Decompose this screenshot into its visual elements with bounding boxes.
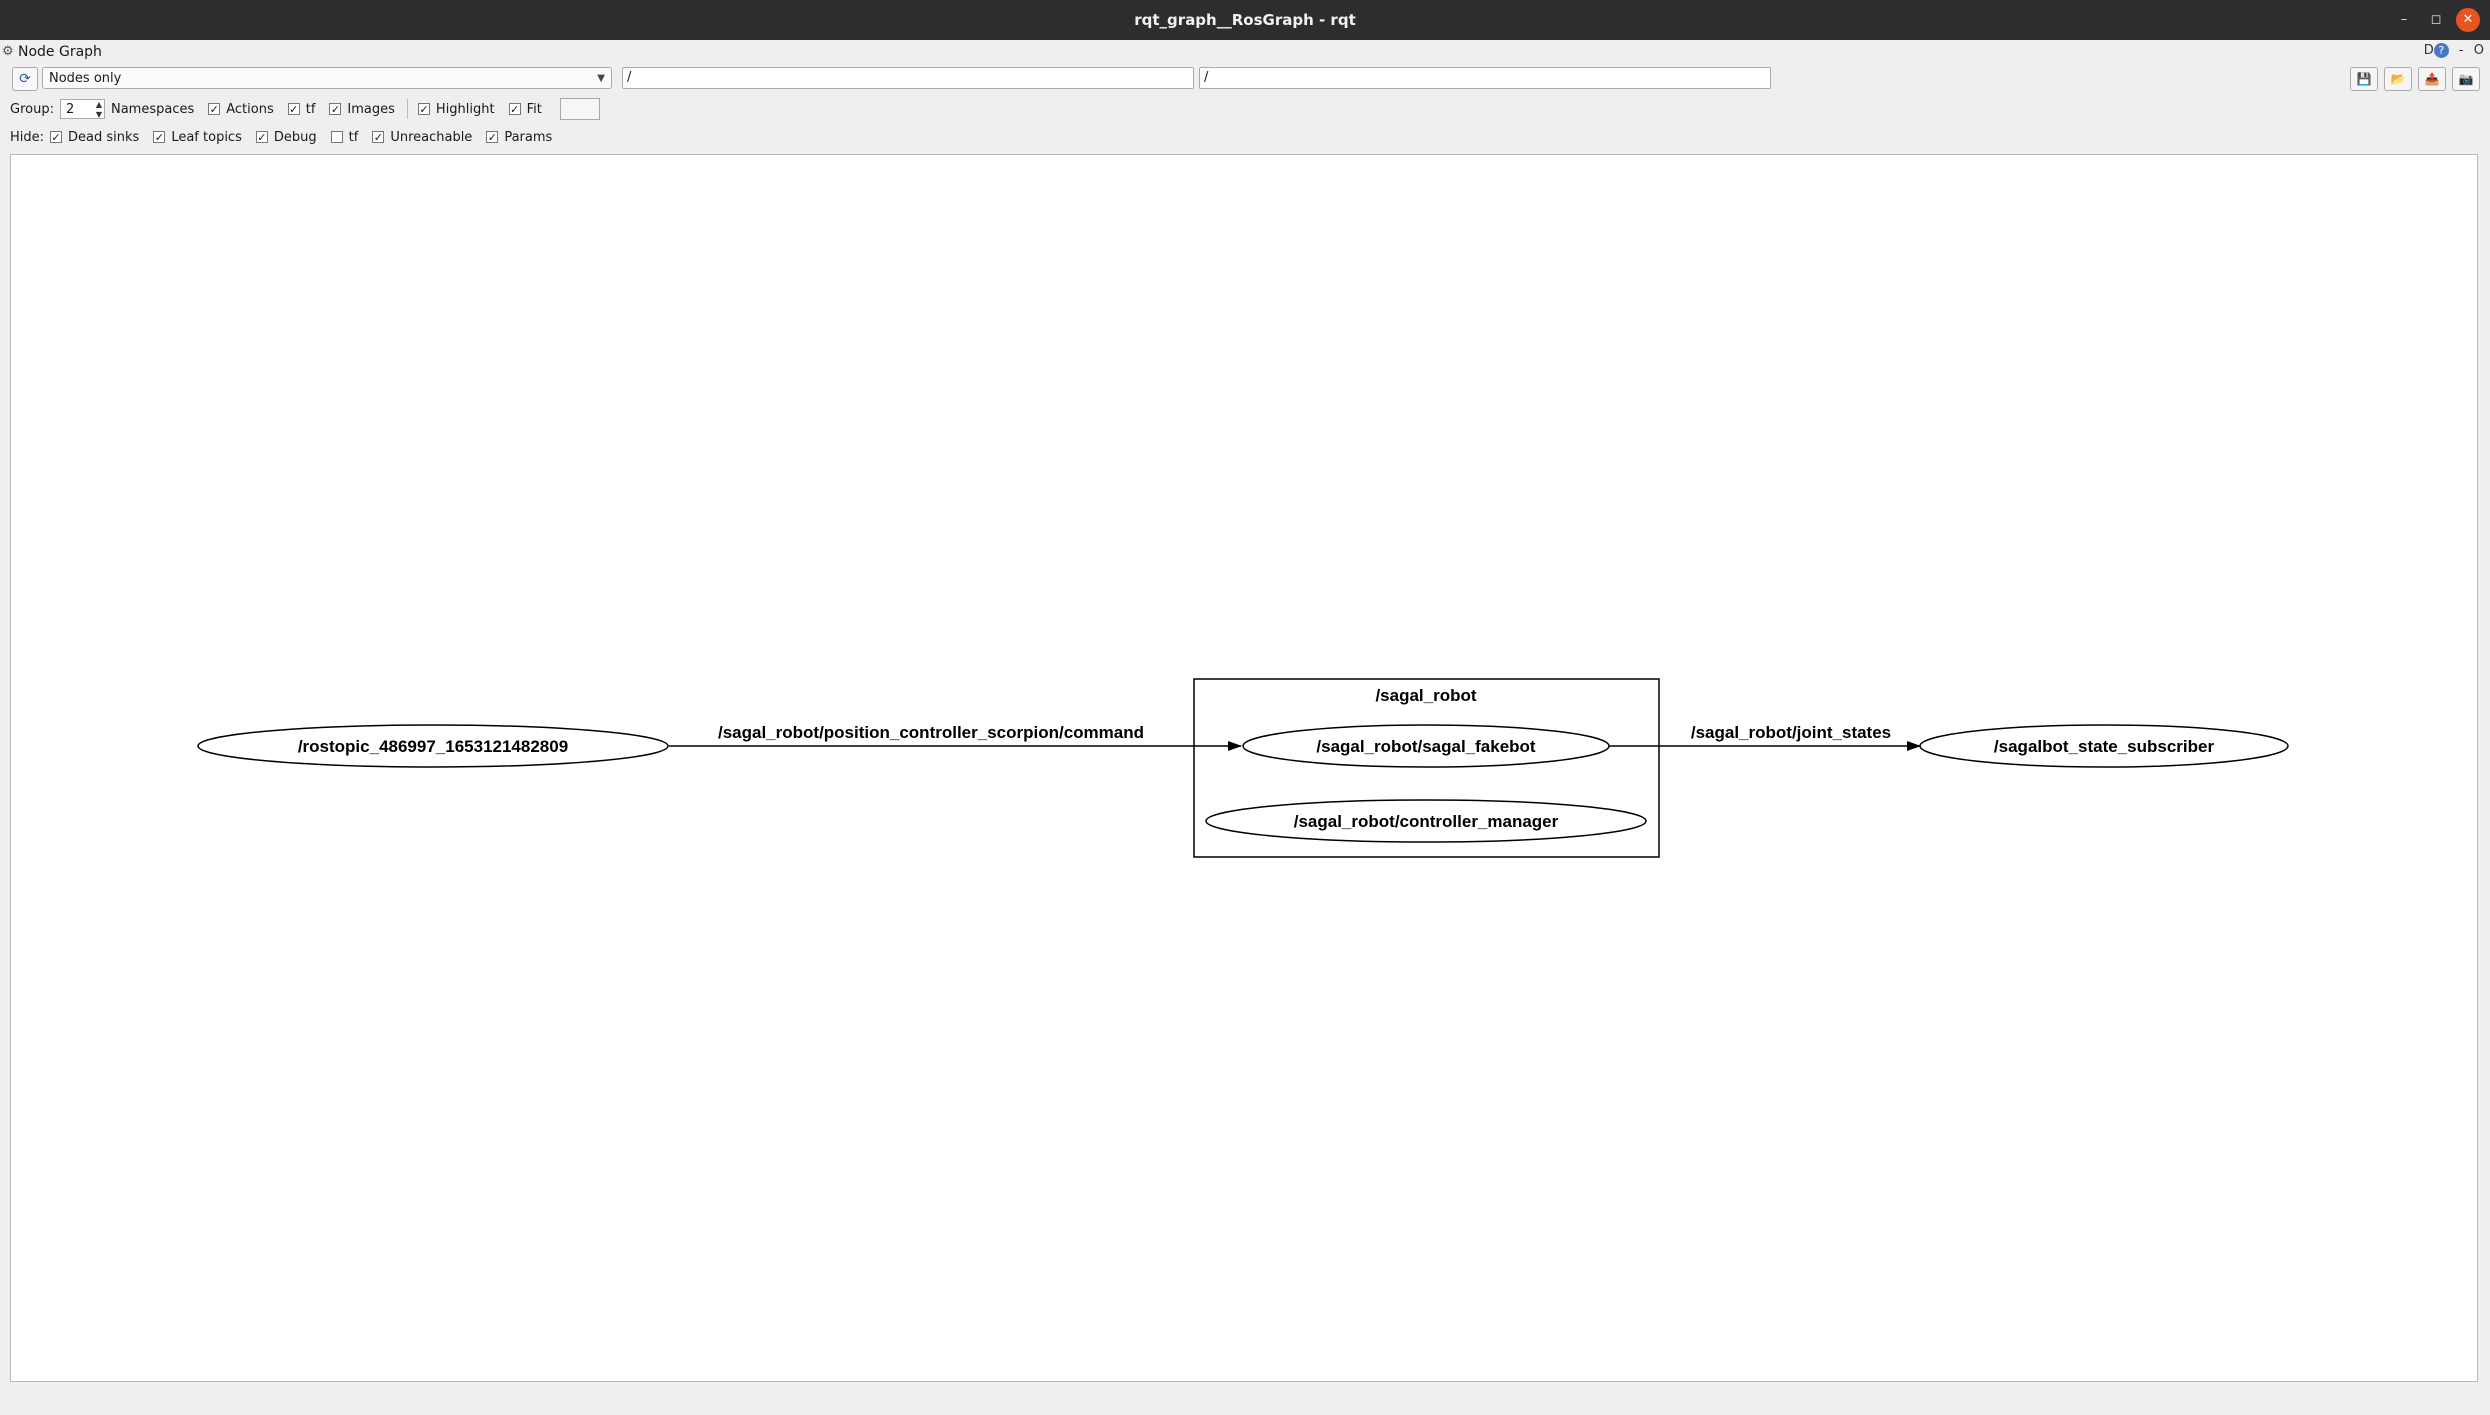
group-value: 2 [65,102,75,117]
fit-checkbox[interactable]: ✓ [508,103,521,116]
help-icon[interactable]: ? [2433,43,2449,58]
graph-canvas[interactable]: /sagal_robot /sagal_robot/position_contr… [10,154,2478,1382]
leaf-topics-label: Leaf topics [171,129,242,145]
leaf-topics-checkbox[interactable]: ✓ [153,131,166,144]
node-sagal-fakebot[interactable]: /sagal_robot/sagal_fakebot [1242,724,1610,768]
edge-label-command[interactable]: /sagal_robot/position_controller_scorpio… [718,723,1144,742]
debug-checkbox[interactable]: ✓ [255,131,268,144]
fit-label: Fit [526,101,542,117]
dock-button[interactable]: D [2423,43,2434,58]
save-button[interactable]: 💾 [2350,67,2378,91]
namespace-label: /sagal_robot [1375,686,1476,705]
topic-filter-input[interactable]: / [1199,67,1771,89]
debug-label: Debug [273,129,317,145]
namespace-cluster [1193,678,1660,858]
fit-in-view-button[interactable] [559,98,600,120]
node-label-controller-manager: /sagal_robot/controller_manager [1294,812,1559,831]
load-icon: 📂 [2390,72,2406,86]
graph-svg: /sagal_robot /sagal_robot/position_contr… [197,678,2289,858]
export-icon: 📤 [2424,72,2440,86]
node-label-sagal-fakebot: /sagal_robot/sagal_fakebot [1316,737,1536,756]
node-label-state-subscriber: /sagalbot_state_subscriber [1994,737,2215,756]
close-plugin-button[interactable]: O [2473,43,2484,58]
graph-mode-select[interactable]: Nodes only ▼ [42,67,612,89]
actions-label: Actions [226,101,274,117]
refresh-icon: ⟳ [19,71,31,87]
screenshot-icon: 📷 [2458,72,2474,86]
minimize-plugin-button[interactable]: - [2458,43,2464,58]
load-button[interactable]: 📂 [2384,67,2412,91]
chevron-down-icon: ▼ [597,73,605,84]
group-options-row: Group: 2 ▲▼ Namespaces ✓ Actions ✓ tf ✓ … [10,97,600,121]
hide-label: Hide: [10,129,45,145]
params-label: Params [504,129,553,145]
spin-arrows-icon[interactable]: ▲▼ [95,100,102,119]
highlight-label: Highlight [435,101,495,117]
images-checkbox[interactable]: ✓ [329,103,342,116]
plugin-title: Node Graph [18,44,102,60]
plugin-header: ⚙ Node Graph D? - O [0,40,2490,64]
node-state-subscriber[interactable]: /sagalbot_state_subscriber [1919,724,2289,768]
edge-label-joint-states[interactable]: /sagal_robot/joint_states [1691,723,1891,742]
group-label: Group: [10,101,54,117]
unreachable-checkbox[interactable]: ✓ [372,131,385,144]
dead-sinks-checkbox[interactable]: ✓ [50,131,63,144]
close-icon[interactable]: ✕ [2456,8,2480,32]
toolbar-separator [406,99,408,119]
highlight-checkbox[interactable]: ✓ [417,103,430,116]
plugin-icon: ⚙ [2,44,14,59]
tf-hide-label: tf [348,129,359,145]
node-controller-manager[interactable]: /sagal_robot/controller_manager [1205,799,1647,843]
namespaces-label: Namespaces [110,101,195,117]
dead-sinks-label: Dead sinks [68,129,140,145]
node-rostopic[interactable]: /rostopic_486997_1653121482809 [197,724,669,768]
window-title: rqt_graph__RosGraph - rqt [1134,11,1356,29]
node-label-rostopic: /rostopic_486997_1653121482809 [298,737,568,756]
window-titlebar: rqt_graph__RosGraph - rqt – ◻ ✕ [0,0,2490,40]
images-label: Images [347,101,395,117]
group-spinbox[interactable]: 2 ▲▼ [59,99,105,119]
minimize-icon[interactable]: – [2400,12,2408,27]
refresh-button[interactable]: ⟳ [12,67,38,91]
actions-checkbox[interactable]: ✓ [208,103,221,116]
graph-mode-value: Nodes only [49,71,122,86]
node-filter-input[interactable]: / [622,67,1194,89]
hide-options-row: Hide: ✓ Dead sinks ✓ Leaf topics ✓ Debug… [10,125,556,149]
save-icon: 💾 [2356,72,2372,86]
tf-group-label: tf [305,101,316,117]
tf-hide-checkbox[interactable] [330,131,343,143]
unreachable-label: Unreachable [390,129,473,145]
export-button[interactable]: 📤 [2418,67,2446,91]
plugin-header-controls: D? - O [2418,43,2484,58]
tf-group-checkbox[interactable]: ✓ [287,103,300,116]
restore-icon[interactable]: ◻ [2430,12,2442,27]
screenshot-button[interactable]: 📷 [2452,67,2480,91]
params-checkbox[interactable]: ✓ [486,131,499,144]
